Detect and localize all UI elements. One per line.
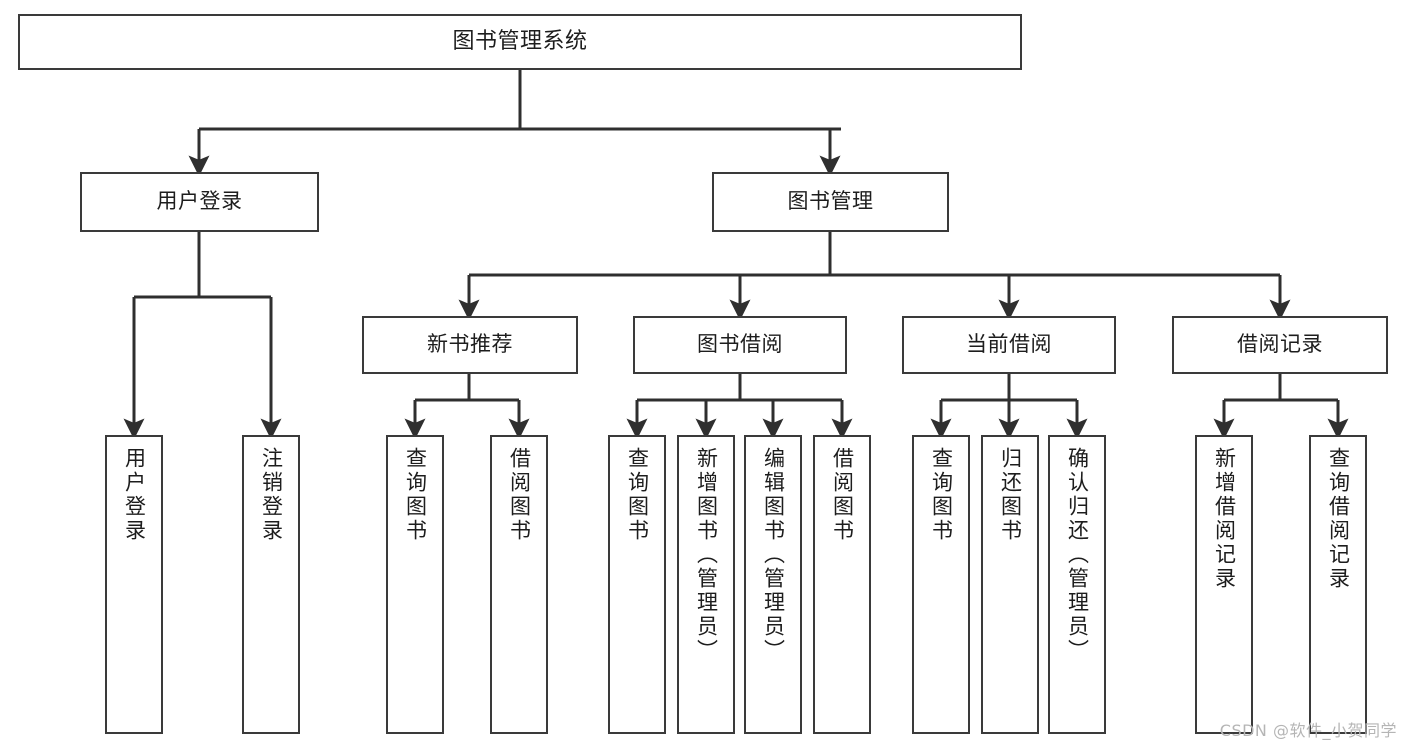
watermark: CSDN @软件_小贺同学 [1219, 721, 1397, 740]
node-label: 借阅记录 [1237, 332, 1323, 357]
node-label: 注销登录 [259, 447, 284, 543]
leaf-add-record[interactable]: 新增借阅记录 [1195, 435, 1253, 734]
leaf-user-login[interactable]: 用户登录 [105, 435, 163, 734]
leaf-borrow-book-2[interactable]: 借阅图书 [813, 435, 871, 734]
node-book-borrow[interactable]: 图书借阅 [633, 316, 847, 374]
node-label: 归还图书 [998, 447, 1023, 543]
leaf-query-book-3[interactable]: 查询图书 [912, 435, 970, 734]
leaf-edit-book[interactable]: 编辑图书（管理员） [744, 435, 802, 734]
node-label: 新增借阅记录 [1212, 447, 1237, 591]
node-label: 确认归还（管理员） [1065, 447, 1090, 663]
node-book-manage[interactable]: 图书管理 [712, 172, 949, 232]
node-label: 查询图书 [625, 447, 650, 543]
leaf-query-book-2[interactable]: 查询图书 [608, 435, 666, 734]
leaf-confirm-return[interactable]: 确认归还（管理员） [1048, 435, 1106, 734]
node-current-borrow[interactable]: 当前借阅 [902, 316, 1116, 374]
leaf-query-record[interactable]: 查询借阅记录 [1309, 435, 1367, 734]
leaf-return-book[interactable]: 归还图书 [981, 435, 1039, 734]
node-label: 图书管理系统 [452, 29, 588, 55]
node-label: 编辑图书（管理员） [761, 447, 786, 663]
leaf-add-book[interactable]: 新增图书（管理员） [677, 435, 735, 734]
node-label: 查询借阅记录 [1326, 447, 1351, 591]
node-label: 图书借阅 [697, 332, 783, 357]
node-label: 图书管理 [787, 189, 874, 214]
leaf-borrow-book-1[interactable]: 借阅图书 [490, 435, 548, 734]
node-new-book-recommend[interactable]: 新书推荐 [362, 316, 578, 374]
leaf-logout-login[interactable]: 注销登录 [242, 435, 300, 734]
node-label: 用户登录 [156, 189, 243, 214]
leaf-query-book-1[interactable]: 查询图书 [386, 435, 444, 734]
node-root-system[interactable]: 图书管理系统 [18, 14, 1022, 70]
node-label: 当前借阅 [966, 332, 1052, 357]
node-label: 新书推荐 [427, 332, 513, 357]
node-label: 用户登录 [122, 447, 147, 543]
node-borrow-record[interactable]: 借阅记录 [1172, 316, 1388, 374]
node-user-login[interactable]: 用户登录 [80, 172, 319, 232]
node-label: 查询图书 [403, 447, 428, 543]
node-label: 查询图书 [929, 447, 954, 543]
node-label: 新增图书（管理员） [694, 447, 719, 663]
node-label: 借阅图书 [507, 447, 532, 543]
node-label: 借阅图书 [830, 447, 855, 543]
